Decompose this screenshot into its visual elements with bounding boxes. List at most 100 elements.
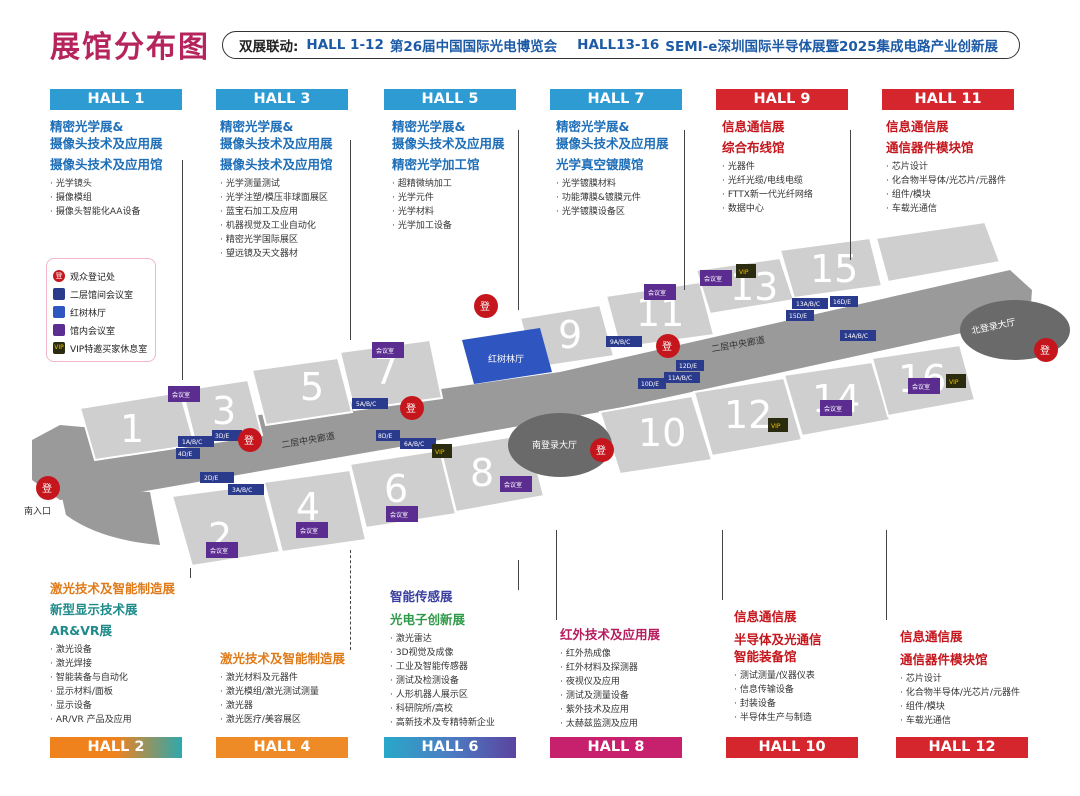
room-code: 10D/E (641, 381, 659, 388)
hall-title: 信息通信展 (900, 629, 963, 644)
connector-line (850, 130, 851, 260)
vip-label: VIP (771, 423, 781, 430)
hall-8-info: 红外技术及应用展 红外热成像 红外材料及探测器 夜视仪及应用 测试及测量设备 紫… (560, 626, 710, 731)
mangrove-hall-shape (462, 328, 552, 384)
list-item: 红外材料及探测器 (560, 661, 710, 675)
meeting-rooms: 会议室 会议室 会议室 会议室 会议室 会议室 会议室 会议室 会议室 会议室 (168, 270, 940, 558)
room-code: 1A/B/C (182, 439, 202, 446)
south-lobby-shape (508, 413, 612, 477)
hall-4-info: 激光技术及智能制造展 激光材料及元器件 激光模组/激光测试测量 激光器 激光医疗… (220, 650, 380, 727)
list-item: 光学镜头 (50, 177, 200, 191)
list-item: 望远镜及天文器材 (220, 247, 370, 261)
hall-title: 精密光学展& (220, 119, 294, 134)
register-icon: 登 (406, 402, 416, 415)
list-item: 半导体生产与制造 (734, 711, 884, 725)
list-item: 激光医疗/美容展区 (220, 713, 380, 727)
list-item: 高新技术及专精特新企业 (390, 716, 540, 730)
register-icon: 登 (480, 300, 490, 313)
list-item: 化合物半导体/光芯片/元器件 (900, 686, 1070, 700)
hall-extra-shape (874, 220, 1002, 284)
room-code: 5A/B/C (356, 401, 376, 408)
list-item: 精密光学国际展区 (220, 233, 370, 247)
hall-number: 5 (300, 365, 324, 409)
hall-number: 10 (638, 411, 686, 455)
hall-number: 4 (296, 485, 320, 529)
entrance-label: 南入口 (24, 505, 51, 517)
list-item: 机器视觉及工业自动化 (220, 219, 370, 233)
connector-line (350, 140, 351, 340)
legend-label: VIP特邀买家休息室 (70, 344, 148, 355)
hall-number: 1 (120, 407, 144, 451)
hall-12-shape (692, 376, 804, 458)
hall-number: 8 (470, 451, 494, 495)
hall-item-list: 测试测量/仪器仪表 信息传输设备 封装设备 半导体生产与制造 (734, 669, 884, 725)
room-code: 14A/B/C (844, 333, 868, 340)
list-item: 测试测量/仪器仪表 (734, 669, 884, 683)
list-item: 智能装备与自动化 (50, 671, 210, 685)
connector-line (722, 530, 723, 600)
meeting-room-label: 会议室 (912, 383, 930, 391)
hall-3-shape (180, 378, 264, 447)
hall-6-bar: HALL 6 (384, 737, 516, 758)
room-code: 4D/E (178, 451, 192, 458)
hall-title: 摄像头技术及应用展 (556, 136, 669, 151)
hall-title: 红外技术及应用展 (560, 627, 661, 642)
connector-line (518, 560, 519, 590)
connector-line (518, 130, 519, 310)
hall-number: 15 (810, 247, 858, 291)
legend-label: 二层馆间会议室 (70, 290, 134, 301)
dual-exhibition-banner: 双展联动: HALL 1-12 第26届中国国际光电博览会 HALL13-16 … (222, 31, 1020, 59)
list-item: 激光材料及元器件 (220, 671, 380, 685)
list-item: 3D视觉及成像 (390, 646, 540, 660)
list-item: 摄像模组 (50, 191, 200, 205)
hall-14-shape (782, 360, 892, 438)
banner-hall-range-b: HALL13-16 (577, 37, 660, 53)
list-item: 显示材料/面板 (50, 685, 210, 699)
connector-line (684, 130, 685, 290)
hall-title: 摄像头技术及应用展 (50, 136, 163, 151)
conference-rooms: 1A/B/C 2D/E 3A/B/C 3D/E 5A/B/C 6A/B/C 8D… (176, 296, 876, 495)
hall-3-bar: HALL 3 (216, 89, 348, 110)
room-code: 11A/B/C (668, 375, 692, 382)
hall-title: 智能装备馆 (734, 649, 797, 664)
list-item: 光学材料 (392, 205, 542, 219)
list-item: 组件/模块 (886, 188, 1046, 202)
legend-label: 馆内会议室 (70, 326, 116, 337)
central-corridor (32, 270, 1032, 500)
banner-hall-range-a: HALL 1-12 (306, 37, 384, 53)
hall-item-list: 光器件 光纤光缆/电线电缆 FTTX新一代光纤网络 数据中心 (722, 160, 872, 216)
registration-pins: 登 登 登 登 登 登 登 (36, 294, 1058, 500)
hall-title: 通信器件模块馆 (900, 652, 988, 667)
hall-4-shape (262, 468, 368, 554)
map-legend: 登 观众登记处 二层馆间会议室 红树林厅 馆内会议室 VIP VIP特邀买家休息… (46, 258, 156, 362)
room-code: 2D/E (204, 475, 218, 482)
room-code: 3A/B/C (232, 487, 252, 494)
connector-line (190, 568, 191, 578)
list-item: 光器件 (722, 160, 872, 174)
hall-15-shape (778, 236, 884, 300)
hall-6-info: 智能传感展 光电子创新展 激光雷达 3D视觉及成像 工业及智能传感器 测试及检测… (390, 588, 540, 730)
hall-title: 信息通信展 (722, 119, 785, 134)
hall-item-list: 红外热成像 红外材料及探测器 夜视仪及应用 测试及测量设备 紫外技术及应用 太赫… (560, 647, 710, 731)
hall-10-info: 信息通信展 半导体及光通信 智能装备馆 测试测量/仪器仪表 信息传输设备 封装设… (734, 608, 884, 725)
room-code: 13A/B/C (796, 301, 820, 308)
meeting-room-label: 会议室 (210, 547, 228, 555)
hall-8-bar: HALL 8 (550, 737, 682, 758)
hall-3-info: 精密光学展& 摄像头技术及应用展 摄像头技术及应用馆 光学测量测试 光学注塑/模… (220, 118, 370, 261)
hall-12-bar: HALL 12 (896, 737, 1028, 758)
lower-halls (170, 343, 977, 568)
list-item: 芯片设计 (900, 672, 1070, 686)
hall-item-list: 芯片设计 化合物半导体/光芯片/元器件 组件/模块 车载光通信 (900, 672, 1070, 728)
hall-title: 精密光学展& (392, 119, 466, 134)
hall-2-bar: HALL 2 (50, 737, 182, 758)
list-item: 组件/模块 (900, 700, 1070, 714)
legend-item: 二层馆间会议室 (53, 285, 149, 303)
hall-subtitle: 通信器件模块馆 (886, 140, 974, 155)
register-icon: 登 (53, 270, 65, 282)
hall-number: 9 (558, 313, 582, 357)
banner-event-b: SEMI-e深圳国际半导体展暨2025集成电路产业创新展 (665, 39, 999, 55)
hall-item-list: 激光设备 激光焊接 智能装备与自动化 显示材料/面板 显示设备 AR/VR 产品… (50, 643, 210, 727)
list-item: 光纤光缆/电线电缆 (722, 174, 872, 188)
register-icon: 登 (244, 434, 254, 447)
